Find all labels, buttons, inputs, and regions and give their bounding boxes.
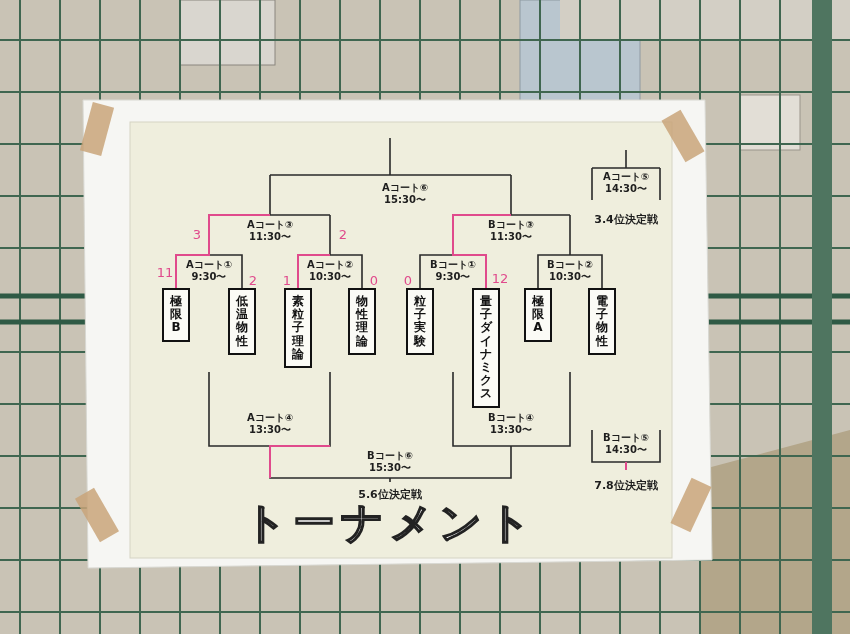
score: 11 bbox=[154, 262, 176, 281]
score: 12 bbox=[489, 268, 511, 287]
tape bbox=[75, 102, 712, 542]
bracket-connector bbox=[538, 255, 602, 288]
match-label-text: Aコート② 10:30〜 bbox=[302, 259, 358, 283]
match-label-text: Bコート⑤ 14:30〜 bbox=[598, 432, 654, 456]
team-name: 極限A bbox=[532, 295, 544, 335]
team-box: 極限B bbox=[162, 288, 190, 342]
team-name: 物性理論 bbox=[356, 295, 368, 348]
team-name: 電子物性 bbox=[596, 295, 608, 348]
match-label-text: Bコート③ 11:30〜 bbox=[483, 219, 539, 243]
score-text: 3 bbox=[193, 227, 201, 243]
team-box: 極限A bbox=[524, 288, 552, 342]
bracket-connector bbox=[176, 255, 242, 288]
match-label-text: Aコート⑥ 15:30〜 bbox=[377, 182, 433, 206]
bracket-connector bbox=[298, 255, 362, 288]
match-label: Bコート① 9:30〜 bbox=[425, 259, 481, 284]
score: 2 bbox=[245, 270, 261, 289]
score-text: 1 bbox=[283, 273, 291, 289]
match-label-text: Aコート① 9:30〜 bbox=[181, 259, 237, 283]
match-label-text: Bコート① 9:30〜 bbox=[425, 259, 481, 283]
score: 1 bbox=[279, 270, 295, 289]
match-label: Bコート③ 11:30〜 bbox=[483, 219, 539, 244]
score-text: 2 bbox=[339, 227, 347, 243]
team-box: 量子ダイナミクス bbox=[472, 288, 500, 408]
fence-post bbox=[812, 0, 832, 634]
team-name: 極限B bbox=[170, 295, 182, 335]
placement-label-text: 7.8位決定戦 bbox=[594, 479, 658, 492]
bracket-lines bbox=[209, 138, 660, 482]
title: トーナメント bbox=[244, 498, 537, 548]
match-label: Bコート② 10:30〜 bbox=[542, 259, 598, 284]
team-name: 低温物性 bbox=[236, 295, 248, 348]
score-text: 0 bbox=[404, 273, 412, 289]
score-text: 12 bbox=[492, 271, 509, 287]
match-label-text: Bコート② 10:30〜 bbox=[542, 259, 598, 283]
placement-label-text: 3.4位決定戦 bbox=[594, 213, 658, 226]
team-box: 低温物性 bbox=[228, 288, 256, 355]
winner-line bbox=[176, 215, 626, 478]
match-label-text: Bコート④ 13:30〜 bbox=[483, 412, 539, 436]
paper-sheet bbox=[83, 100, 712, 568]
match-label-text: Bコート⑥ 15:30〜 bbox=[362, 450, 418, 474]
match-label: Aコート① 9:30〜 bbox=[181, 259, 237, 284]
match-label: Bコート④ 13:30〜 bbox=[483, 412, 539, 437]
match-label: Aコート④ 13:30〜 bbox=[242, 412, 298, 437]
placement-label: 3.4位決定戦 bbox=[581, 208, 671, 227]
team-name: 量子ダイナミクス bbox=[480, 295, 492, 401]
match-label-text: Aコート⑤ 14:30〜 bbox=[598, 171, 654, 195]
score-text: 0 bbox=[370, 273, 378, 289]
paper-panel bbox=[130, 122, 672, 558]
match-label: Aコート⑤ 14:30〜 bbox=[598, 171, 654, 196]
match-label: Bコート⑥ 15:30〜 bbox=[362, 450, 418, 475]
team-box: 電子物性 bbox=[588, 288, 616, 355]
score: 3 bbox=[189, 224, 205, 243]
balcony bbox=[560, 0, 850, 40]
score-text: 2 bbox=[249, 273, 257, 289]
score: 0 bbox=[366, 270, 382, 289]
placement-label: 7.8位決定戦 bbox=[581, 474, 671, 493]
match-label-text: Aコート③ 11:30〜 bbox=[242, 219, 298, 243]
match-label: Aコート⑥ 15:30〜 bbox=[377, 182, 433, 207]
bracket-connector bbox=[420, 255, 486, 288]
team-box: 粒子実験 bbox=[406, 288, 434, 355]
score-text: 11 bbox=[157, 265, 174, 281]
match-label: Aコート② 10:30〜 bbox=[302, 259, 358, 284]
team-box: 物性理論 bbox=[348, 288, 376, 355]
score: 2 bbox=[335, 224, 351, 243]
team-name: 粒子実験 bbox=[414, 295, 426, 348]
match-label: Aコート③ 11:30〜 bbox=[242, 219, 298, 244]
match-label-text: Aコート④ 13:30〜 bbox=[242, 412, 298, 436]
team-name: 素粒子理論 bbox=[292, 295, 304, 361]
match-label: Bコート⑤ 14:30〜 bbox=[598, 432, 654, 457]
vent-cover bbox=[740, 95, 800, 150]
team-box: 素粒子理論 bbox=[284, 288, 312, 368]
score: 0 bbox=[400, 270, 416, 289]
title-text: トーナメント bbox=[244, 498, 537, 548]
